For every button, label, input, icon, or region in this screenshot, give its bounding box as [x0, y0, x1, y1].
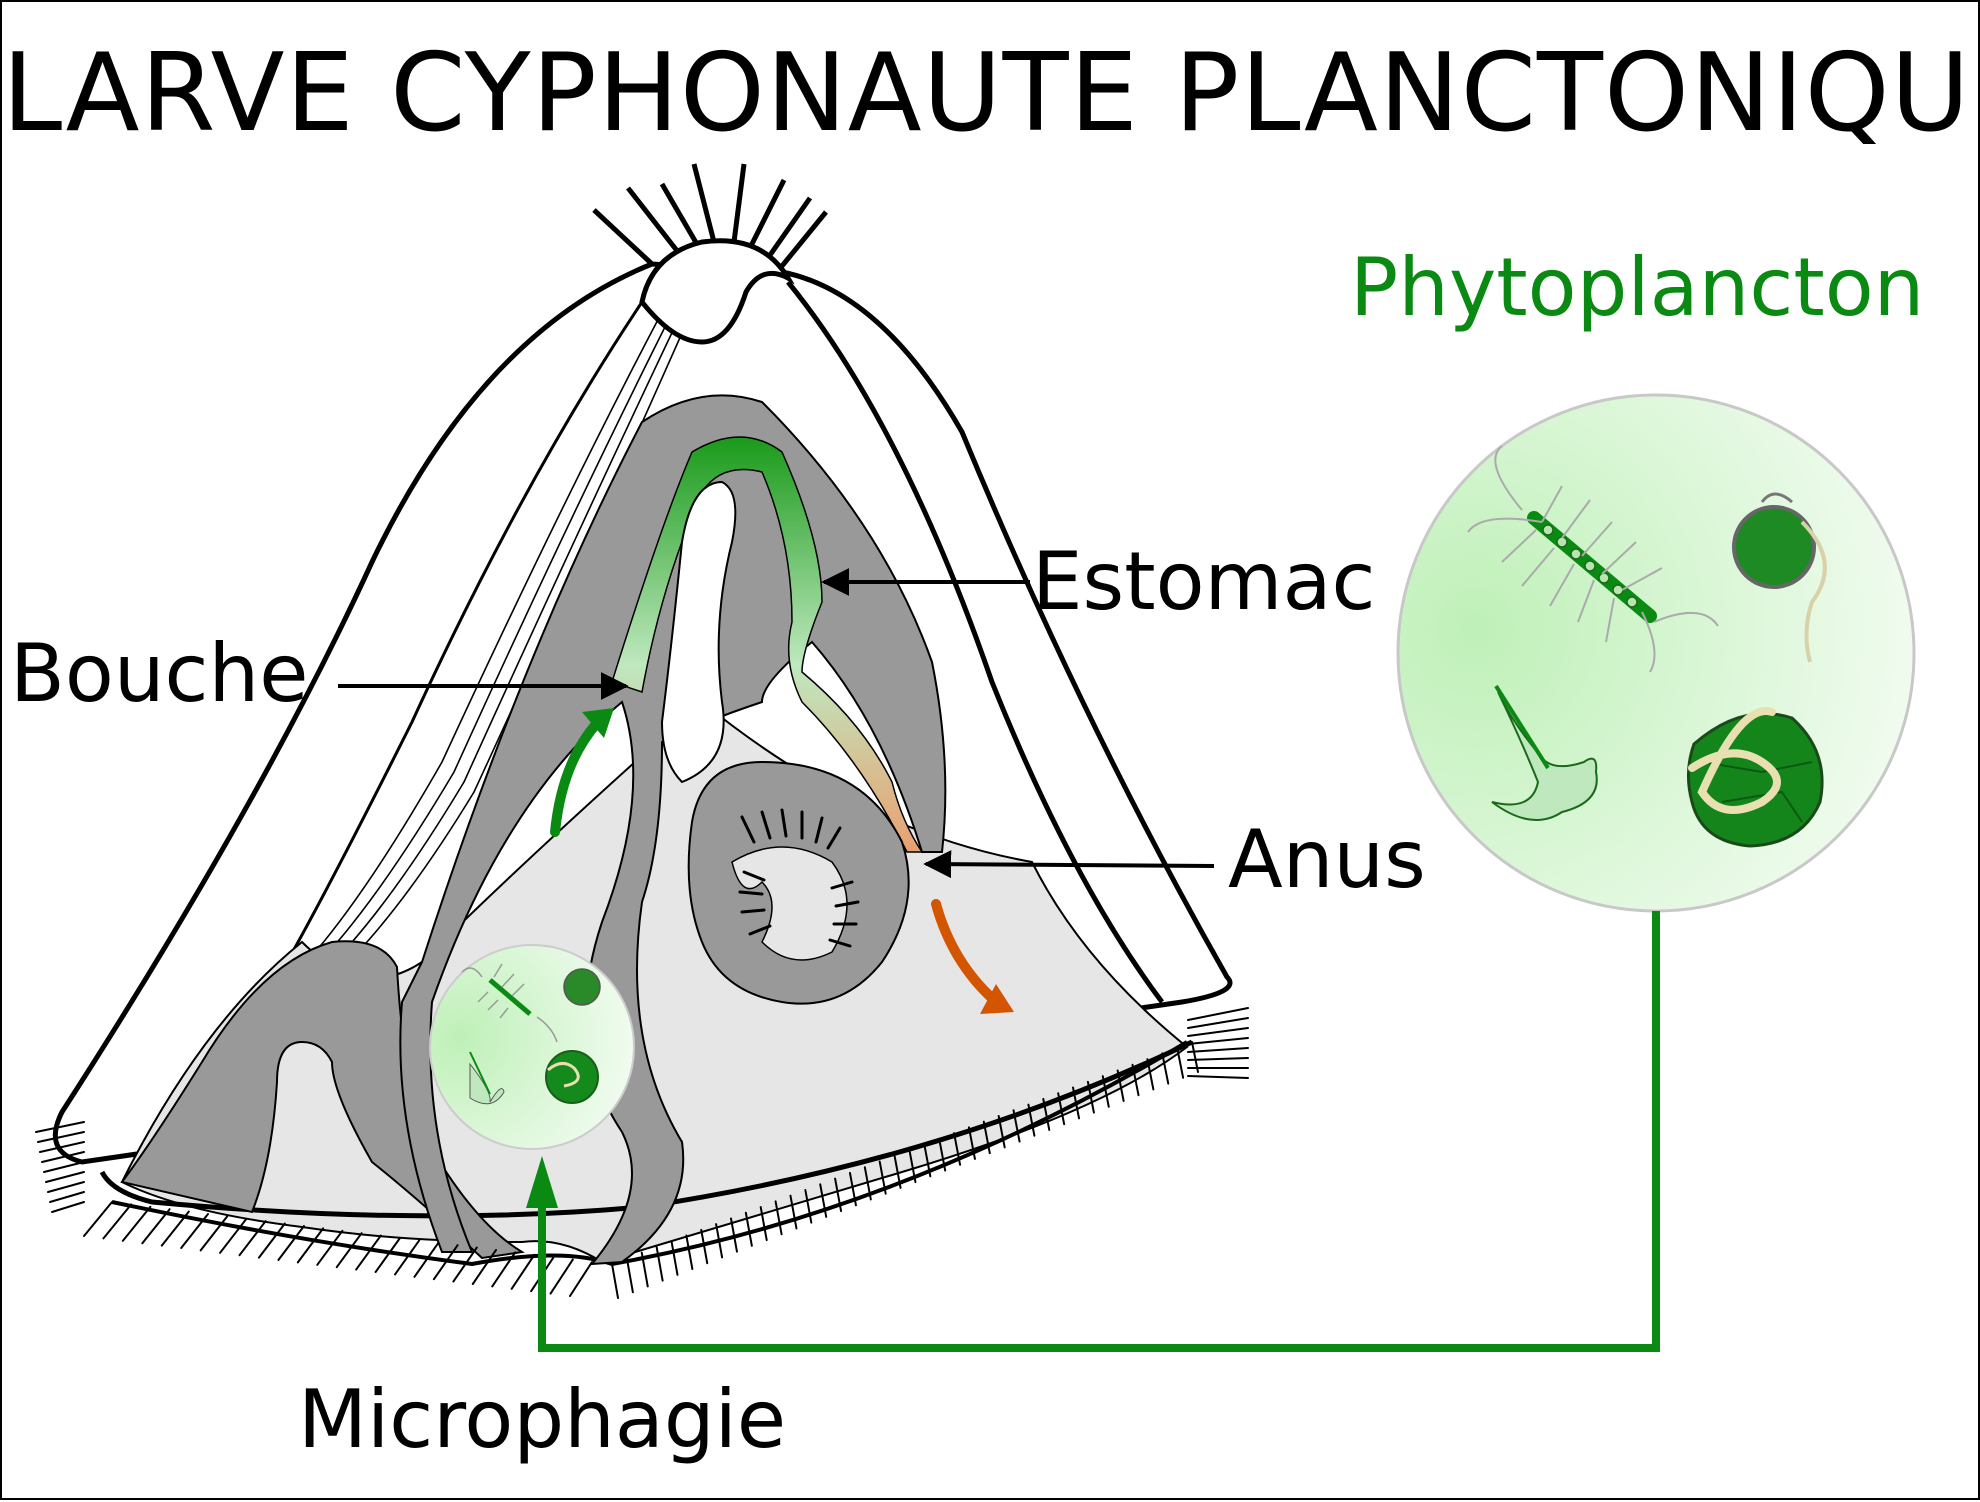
apical-organ: [639, 238, 795, 345]
diagram-title: LARVE CYPHONAUTE PLANCTONIQUE: [2, 31, 1980, 156]
label-estomac: Estomac: [1032, 535, 1376, 628]
pharynx: [660, 480, 737, 784]
stomach-lumen: [611, 436, 924, 853]
anus-pointer: [923, 850, 1215, 879]
phytoplankton-sample: [1396, 393, 1916, 913]
diatom-chain: [1467, 445, 1719, 673]
label-bouche: Bouche: [10, 627, 309, 720]
microphagy-pathway: [526, 911, 1660, 1352]
lower-rim: [99, 1039, 1194, 1219]
label-anus: Anus: [1228, 813, 1426, 906]
label-pointers: [338, 568, 1215, 879]
food-flow-arrow: [550, 708, 614, 837]
waste-flow-arrow: [931, 899, 1014, 1014]
shell-valve-lines: [285, 280, 1165, 1004]
label-phytoplancton: Phytoplancton: [1350, 241, 1925, 334]
dinoflagellate: [1732, 492, 1827, 663]
apical-cilia: [592, 163, 828, 268]
ciliary-fringe: [35, 1007, 1249, 1299]
coccolithophore: [1687, 707, 1824, 848]
lower-margin: [111, 1040, 1189, 1267]
ingested-plankton-bubble: [429, 944, 635, 1150]
label-microphagie: Microphagie: [298, 1373, 787, 1466]
pyriform-organ: [687, 760, 910, 1005]
ceratium-cell: [1491, 684, 1598, 821]
